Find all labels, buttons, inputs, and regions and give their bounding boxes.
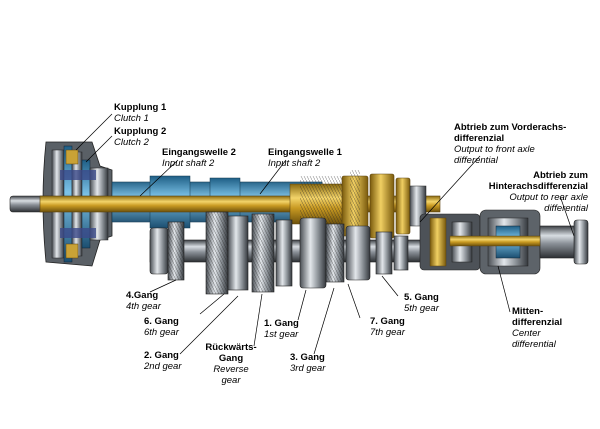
label-clutch-1: Kupplung 1 Clutch 1 (114, 102, 166, 124)
label-input-shaft-1-en: Input shaft 2 (268, 158, 321, 169)
label-7th-gear: 7. Gang 7th gear (370, 316, 405, 338)
label-2nd-gear-de: 2. Gang (144, 350, 179, 361)
label-1st-gear-en: 1st gear (264, 329, 299, 340)
label-3rd-gear: 3. Gang 3rd gear (290, 352, 325, 374)
label-7th-gear-de: 7. Gang (370, 316, 405, 327)
label-2nd-gear-en: 2nd gear (144, 361, 182, 372)
label-input-shaft-1: Eingangswelle 1 Input shaft 2 (268, 147, 342, 169)
label-6th-gear: 6. Gang 6th gear (144, 316, 179, 338)
label-input-shaft-2-en: Input shaft 2 (162, 158, 215, 169)
label-center-diff-en: Center (512, 328, 541, 339)
label-1st-gear: 1. Gang 1st gear (264, 318, 299, 340)
center-differential (419, 209, 589, 275)
label-input-shaft-2-de: Eingangswelle 2 (162, 147, 236, 158)
label-rear-diff-de: Abtrieb zum (533, 170, 588, 181)
label-input-shaft-2: Eingangswelle 2 Input shaft 2 (162, 147, 236, 169)
label-clutch-1-en: Clutch 1 (114, 113, 149, 124)
label-3rd-gear-de: 3. Gang (290, 352, 325, 363)
label-5th-gear-en: 5th gear (404, 303, 439, 314)
label-rear-diff-en2: differential (544, 203, 588, 214)
label-clutch-1-de: Kupplung 1 (114, 102, 167, 113)
label-rear-diff-en: Output to rear axle (509, 192, 588, 203)
label-reverse-gear: Rückwärts- Gang Reverse gear (200, 342, 262, 386)
label-4th-gear-de: 4.Gang (126, 290, 159, 301)
label-reverse-gear-de: Rückwärts- (205, 342, 257, 353)
label-6th-gear-en: 6th gear (144, 327, 179, 338)
lower-gear-cluster (149, 211, 451, 295)
label-front-diff-output: Abtrieb zum Vorderachs- differenzial Out… (454, 122, 566, 166)
label-4th-gear: 4.Gang 4th gear (126, 290, 161, 312)
label-center-diff-en2: differential (512, 339, 556, 350)
label-clutch-2-en: Clutch 2 (114, 137, 149, 148)
label-1st-gear-de: 1. Gang (264, 318, 299, 329)
label-input-shaft-1-de: Eingangswelle 1 (268, 147, 342, 158)
label-reverse-gear-de2: Gang (218, 353, 244, 364)
label-4th-gear-en: 4th gear (126, 301, 161, 312)
label-6th-gear-de: 6. Gang (144, 316, 179, 327)
label-5th-gear: 5. Gang 5th gear (404, 292, 439, 314)
label-center-diff-de: Mitten- (512, 306, 544, 317)
leader-lines (75, 113, 575, 355)
label-reverse-gear-en2: gear (221, 375, 241, 386)
input-shaft-1 (39, 176, 441, 232)
label-center-diff-de2: differenzial (512, 317, 563, 328)
label-center-diff: Mitten- differenzial Center differential (512, 306, 562, 350)
label-front-diff-en2: differential (454, 155, 498, 166)
label-front-diff-en: Output to front axle (454, 144, 535, 155)
label-2nd-gear: 2. Gang 2nd gear (144, 350, 182, 372)
label-clutch-2: Kupplung 2 Clutch 2 (114, 126, 166, 148)
label-rear-diff-de2: Hinterachsdifferenzial (488, 181, 588, 192)
label-clutch-2-de: Kupplung 2 (114, 126, 167, 137)
label-reverse-gear-en: Reverse (213, 364, 249, 375)
label-3rd-gear-en: 3rd gear (290, 363, 326, 374)
label-front-diff-de: Abtrieb zum Vorderachs- (454, 122, 567, 133)
label-7th-gear-en: 7th gear (370, 327, 405, 338)
label-5th-gear-de: 5. Gang (404, 292, 439, 303)
label-rear-diff-output: Abtrieb zum Hinterachsdifferenzial Outpu… (462, 170, 588, 214)
label-front-diff-de2: differenzial (454, 133, 505, 144)
